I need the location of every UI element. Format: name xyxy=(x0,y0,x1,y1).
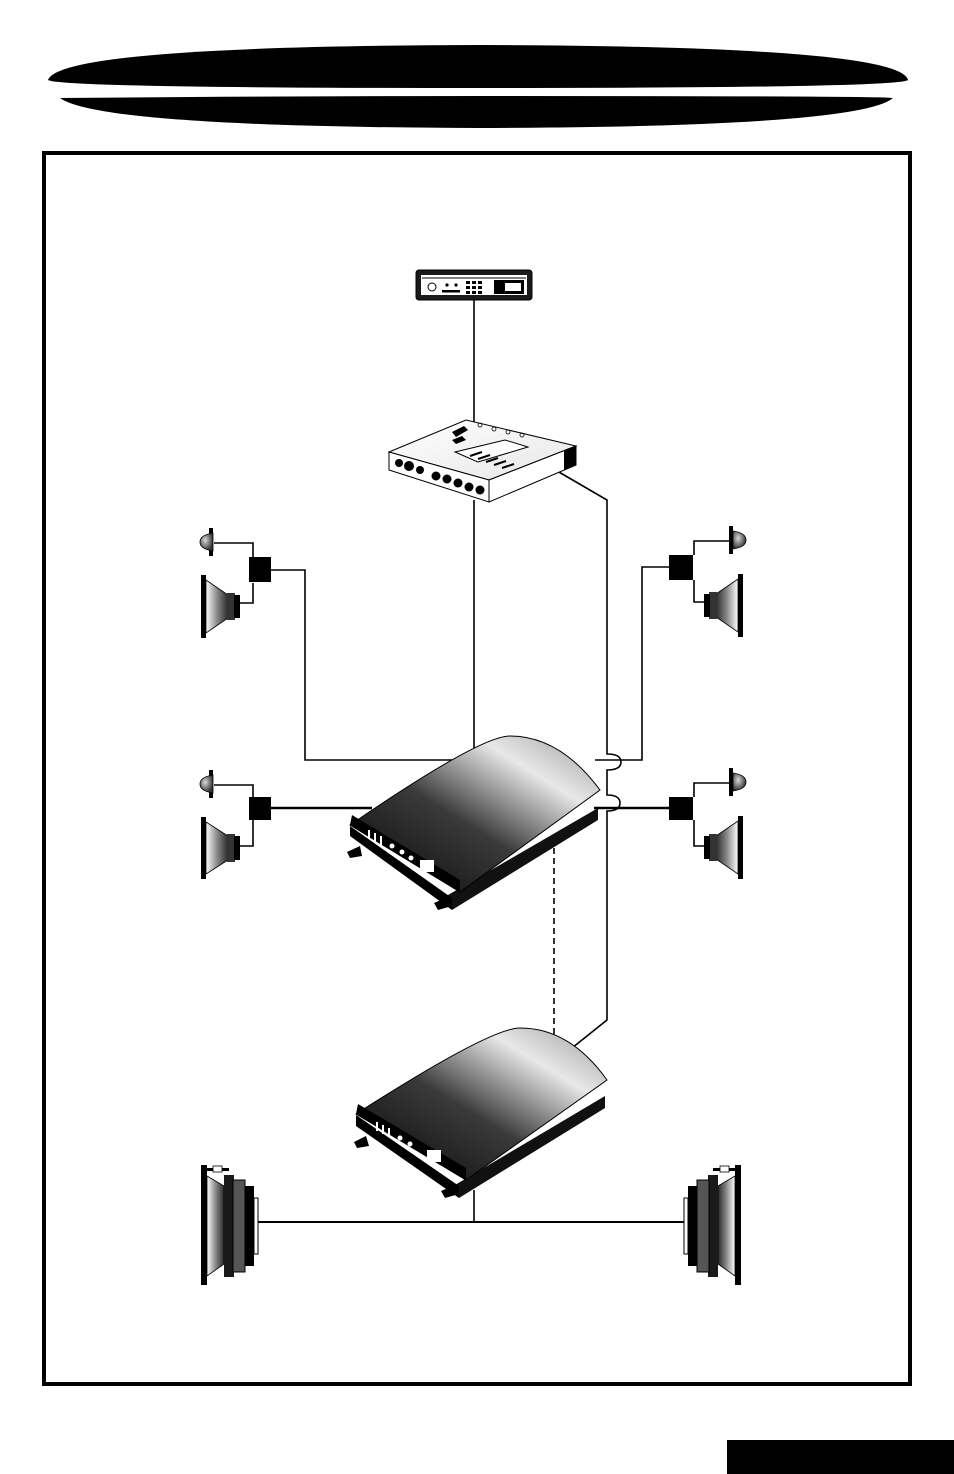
tweeter-rear-left xyxy=(200,770,213,798)
subwoofer-right xyxy=(684,1165,741,1285)
tweeter-rear-right xyxy=(729,768,746,796)
amplifier-1 xyxy=(347,736,600,910)
equalizer xyxy=(389,420,576,502)
woofer-front-left xyxy=(201,575,240,638)
woofer-rear-left xyxy=(201,817,240,879)
crossover-rear-right xyxy=(669,797,693,820)
crossover-rear-left xyxy=(249,797,271,820)
crossover-front-right xyxy=(669,555,693,580)
tweeter-front-right xyxy=(729,526,746,554)
woofer-front-right xyxy=(704,574,743,637)
woofer-rear-right xyxy=(704,816,743,879)
header-banner xyxy=(48,45,908,128)
page-number-tab xyxy=(727,1440,954,1474)
tweeter-front-left xyxy=(200,528,213,556)
subwoofer-left xyxy=(201,1165,258,1285)
amplifier-2 xyxy=(354,1028,607,1198)
head-unit xyxy=(416,270,532,300)
crossover-front-left xyxy=(249,557,271,582)
